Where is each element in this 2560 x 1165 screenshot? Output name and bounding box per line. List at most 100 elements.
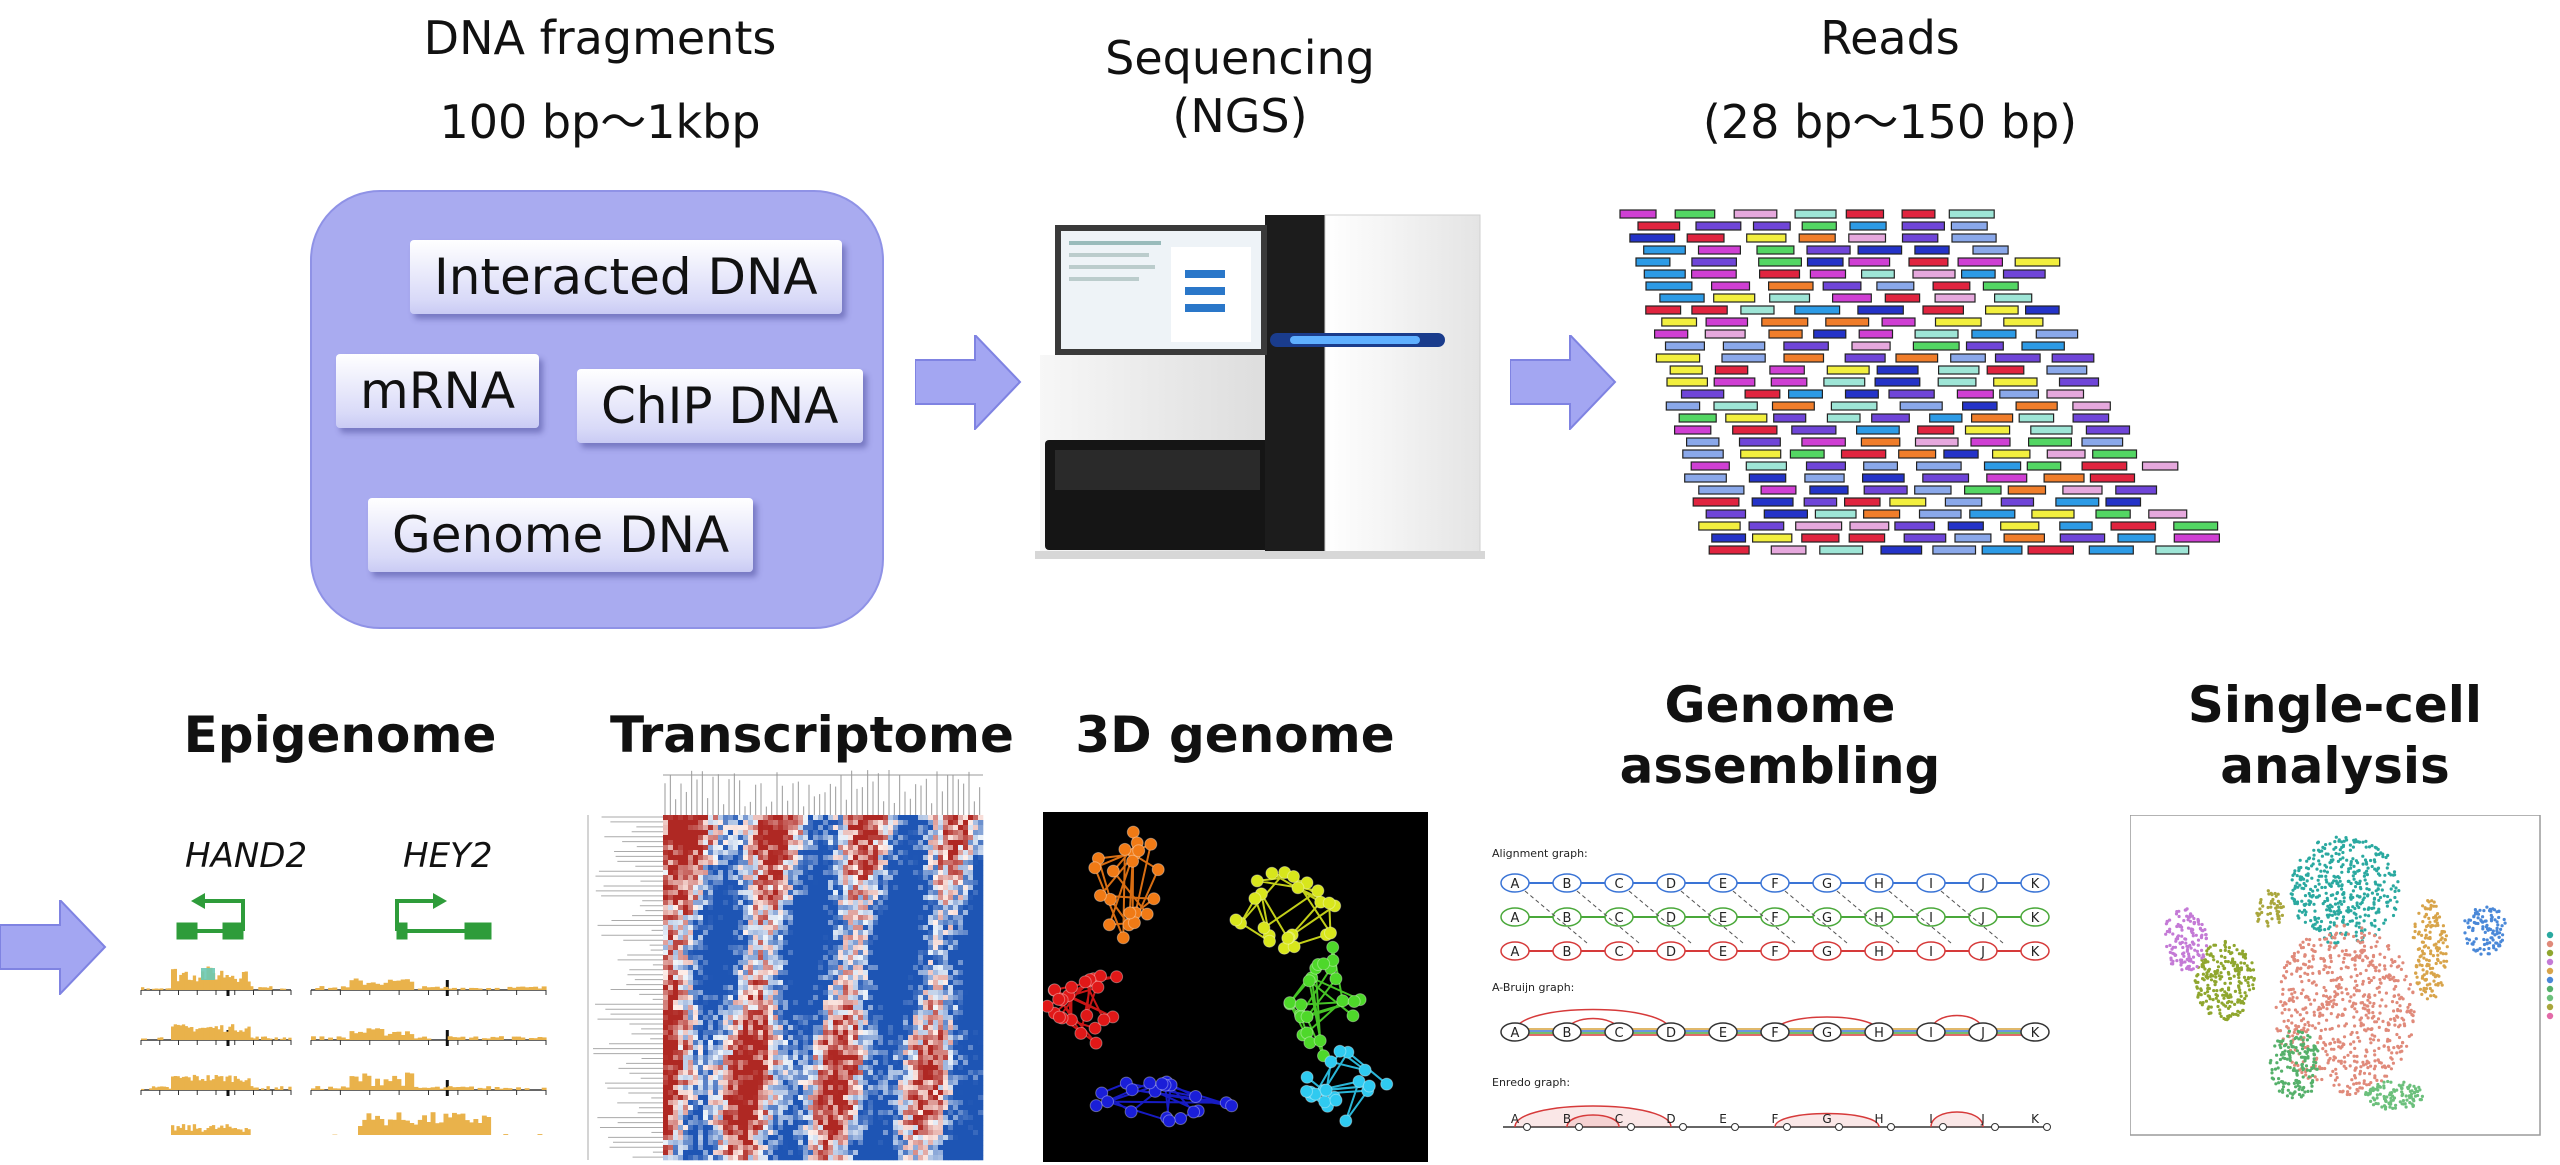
heatmap-cell [808, 1050, 813, 1055]
heatmap-cell [693, 1100, 698, 1105]
heatmap-cell [808, 900, 813, 905]
heatmap-cell [823, 1095, 828, 1100]
heatmap-cell [948, 965, 953, 970]
heatmap-cell [908, 925, 913, 930]
heatmap-cell [748, 815, 753, 820]
heatmap-cell [693, 1005, 698, 1010]
signal-bar [328, 1087, 333, 1090]
heatmap-cell [703, 1120, 708, 1125]
heatmap-cell [728, 1115, 733, 1120]
heatmap-cell [953, 860, 958, 865]
heatmap-cell [943, 900, 948, 905]
signal-bar [469, 988, 474, 990]
heatmap-cell [858, 1015, 863, 1020]
heatmap-cell [873, 1035, 878, 1040]
heatmap-cell [718, 1050, 723, 1055]
heatmap-cell [803, 910, 808, 915]
heatmap-cell [813, 970, 818, 975]
signal-bar [354, 1033, 359, 1040]
signal-bar [401, 980, 406, 991]
signal-bar [533, 987, 538, 990]
heatmap-cell [943, 855, 948, 860]
heatmap-cell [883, 1125, 888, 1130]
heatmap-cell [808, 1000, 813, 1005]
heatmap-cell [783, 1060, 788, 1065]
heatmap-cell [843, 1055, 848, 1060]
heatmap-cell [753, 995, 758, 1000]
heatmap-cell [668, 980, 673, 985]
heatmap-cell [753, 1130, 758, 1135]
heatmap-cell [823, 960, 828, 965]
heatmap-cell [913, 1035, 918, 1040]
heatmap-cell [848, 1135, 853, 1140]
heatmap-cell [688, 915, 693, 920]
heatmap-cell [893, 990, 898, 995]
heatmap-cell [878, 940, 883, 945]
heatmap-cell [853, 1040, 858, 1045]
heatmap-cell [698, 830, 703, 835]
heatmap-cell [748, 1085, 753, 1090]
heatmap-cell [693, 850, 698, 855]
heatmap-cell [693, 910, 698, 915]
heatmap-cell [663, 815, 668, 820]
heatmap-cell [738, 1100, 743, 1105]
heatmap-cell [808, 980, 813, 985]
heatmap-cell [843, 975, 848, 980]
heatmap-cell [798, 1120, 803, 1125]
heatmap-cell [668, 1035, 673, 1040]
heatmap-cell [908, 1075, 913, 1080]
heatmap-cell [913, 1110, 918, 1115]
heatmap-cell [813, 1085, 818, 1090]
heatmap-cell [798, 835, 803, 840]
read-segment [1903, 234, 1938, 242]
heatmap-cell [818, 830, 823, 835]
heatmap-cell [678, 815, 683, 820]
heatmap-cell [758, 1135, 763, 1140]
heatmap-cell [693, 1000, 698, 1005]
heatmap-cell [728, 940, 733, 945]
heatmap-cell [848, 880, 853, 885]
heatmap-cell [803, 820, 808, 825]
heatmap-cell [913, 955, 918, 960]
heatmap-cell [718, 975, 723, 980]
heatmap-cell [868, 1025, 873, 1030]
heatmap-cell [828, 910, 833, 915]
heatmap-cell [833, 1135, 838, 1140]
heatmap-cell [938, 820, 943, 825]
heatmap-cell [933, 935, 938, 940]
heatmap-cell [933, 965, 938, 970]
heatmap-cell [948, 935, 953, 940]
heatmap-cell [978, 985, 983, 990]
heatmap-cell [813, 1065, 818, 1070]
heatmap-cell [913, 1045, 918, 1050]
heatmap-cell [963, 925, 968, 930]
heatmap-cell [978, 1050, 983, 1055]
heatmap-cell [693, 940, 698, 945]
heatmap-cell [758, 1065, 763, 1070]
heatmap-cell [818, 1000, 823, 1005]
heatmap-cell [858, 845, 863, 850]
heatmap-cell [853, 955, 858, 960]
heatmap-cell [758, 1070, 763, 1075]
heatmap-cell [698, 925, 703, 930]
heatmap-cell [868, 905, 873, 910]
heatmap-cell [868, 850, 873, 855]
heatmap-cell [818, 1025, 823, 1030]
heatmap-cell [813, 825, 818, 830]
read-segment [2118, 534, 2155, 542]
heatmap-cell [788, 1060, 793, 1065]
heatmap-cell [828, 830, 833, 835]
heatmap-cell [858, 985, 863, 990]
heatmap-cell [878, 1065, 883, 1070]
heatmap-cell [893, 1125, 898, 1130]
heatmap-cell [903, 1065, 908, 1070]
heatmap-cell [923, 855, 928, 860]
heatmap-cell [933, 940, 938, 945]
heatmap-cell [963, 930, 968, 935]
heatmap-cell [733, 910, 738, 915]
heatmap-cell [763, 860, 768, 865]
heatmap-cell [948, 845, 953, 850]
heatmap-cell [913, 1080, 918, 1085]
heatmap-cell [878, 815, 883, 820]
heatmap-cell [773, 1075, 778, 1080]
